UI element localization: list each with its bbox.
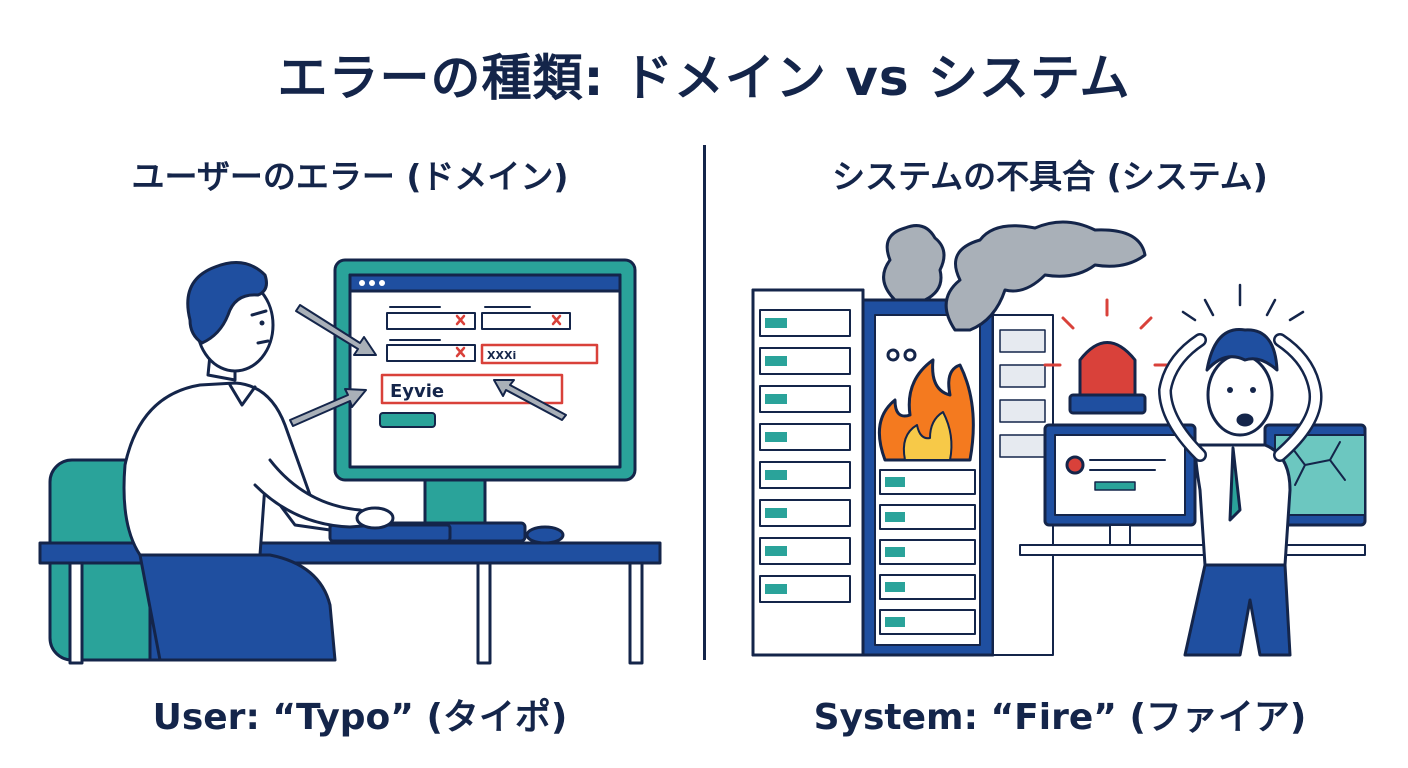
arrow-2: [289, 388, 367, 427]
system-error-heading: システムの不具合 (システム): [832, 157, 1268, 196]
screen-titlebar: [348, 273, 622, 293]
mouse: [525, 525, 565, 545]
field-1: [386, 312, 476, 330]
desk-leg-mid: [476, 561, 492, 665]
worker-hair: [1205, 328, 1279, 372]
user-caption: User: “Typo” (タイポ): [152, 697, 568, 738]
typed-value: Eyvie: [390, 381, 444, 402]
smoke-right: [944, 220, 1147, 332]
smoke-left: [882, 224, 946, 302]
rack-left-units: [759, 309, 851, 603]
system-caption: System: “Fire” (ファイア): [813, 697, 1307, 738]
monitor-screen: [348, 273, 622, 469]
alarm-light: [1078, 341, 1137, 397]
desk-top: [38, 541, 662, 565]
field-3: [386, 344, 476, 362]
arrow-1: [295, 304, 377, 356]
arrow-3: [493, 379, 567, 421]
desk-leg-right: [628, 561, 644, 665]
desk-leg-left: [68, 561, 84, 665]
person-hair: [186, 261, 268, 345]
worker-shirt: [1193, 443, 1292, 567]
person-shirt: [122, 381, 332, 557]
user-typo-illustration: Eyvie XXXi: [38, 258, 662, 665]
invalid-value: XXXi: [487, 349, 516, 362]
system-fire-illustration: [751, 220, 1367, 657]
alarm-base: [1068, 393, 1147, 415]
page-title: エラーの種類: ドメイン vs システム: [277, 49, 1131, 107]
submit-button: [379, 412, 436, 428]
panel-divider: [703, 145, 706, 660]
right-desk: [1019, 544, 1366, 556]
field-invalid: [480, 343, 599, 365]
person-pants: [138, 553, 337, 662]
worker-pants: [1183, 563, 1292, 657]
user-error-heading: ユーザーのエラー (ドメイン): [131, 157, 569, 196]
person-hand: [355, 506, 395, 530]
field-2: [481, 312, 571, 330]
